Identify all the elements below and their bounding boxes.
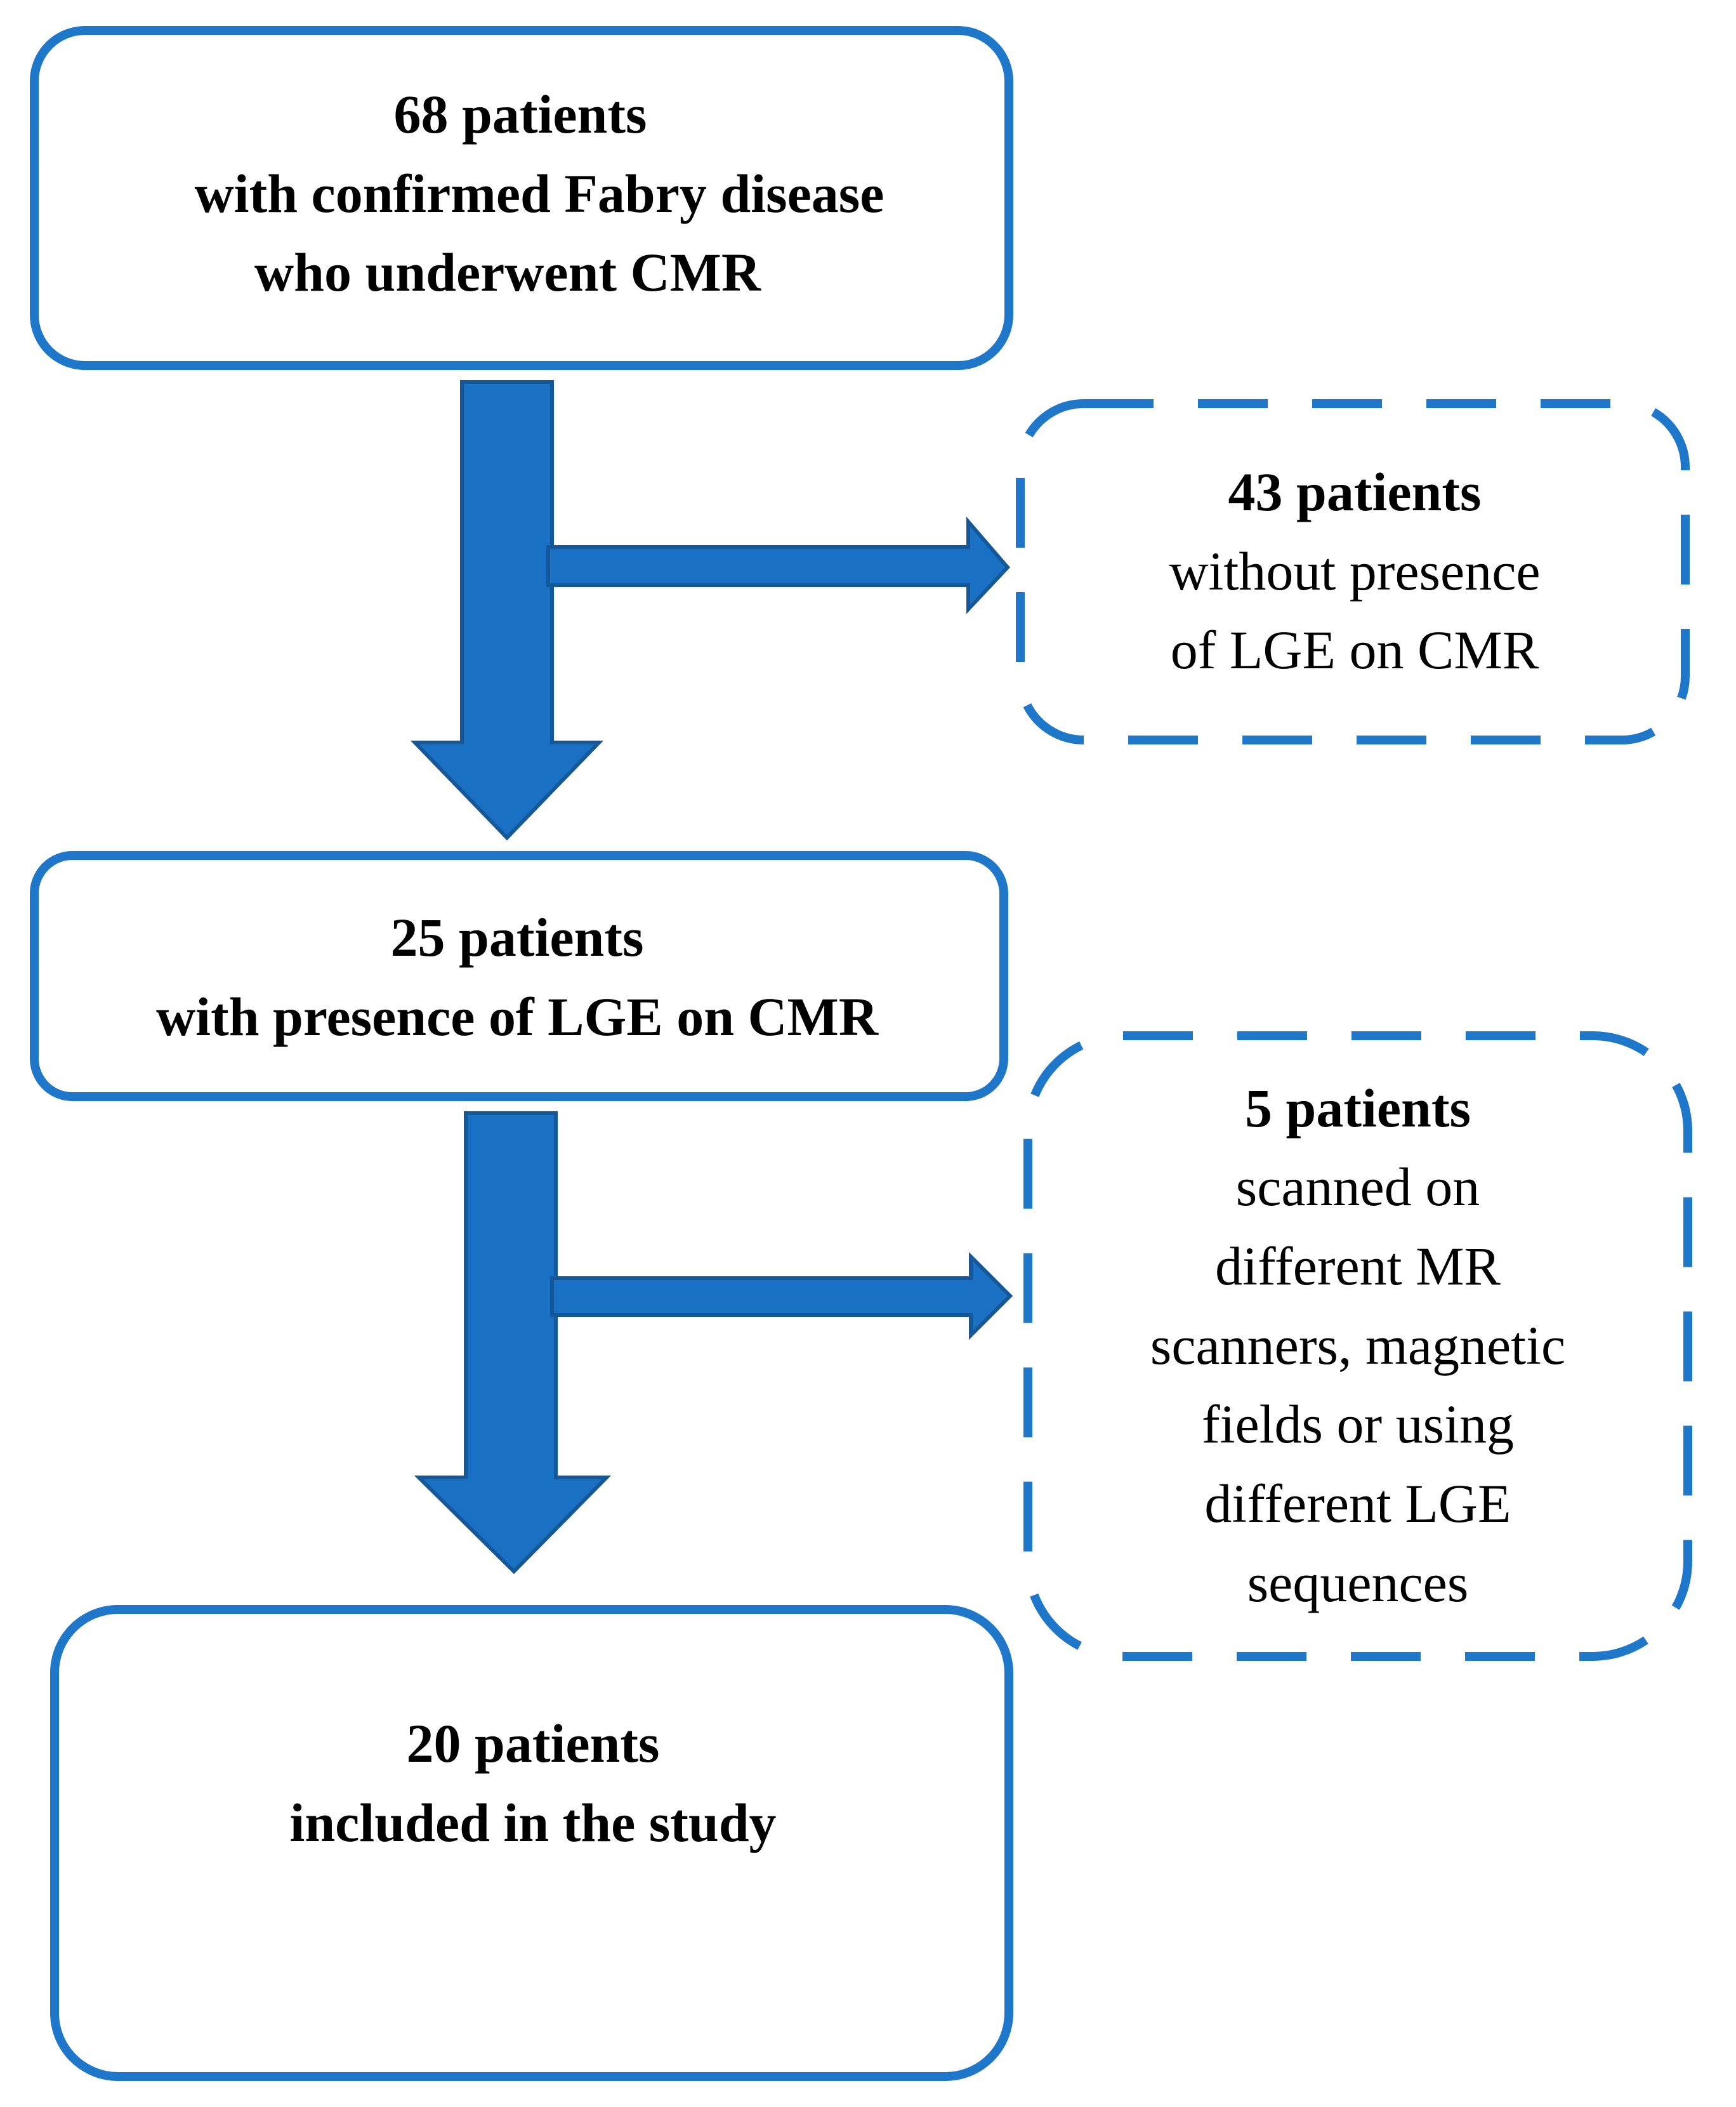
exclusion2-line7: sequences [1247, 1552, 1469, 1613]
box3-line2: included in the study [289, 1792, 777, 1853]
exclusion2-count: 5 patients [1245, 1077, 1471, 1139]
box-lge-positive-text: 25 patients with presence of LGE on CMR [38, 901, 996, 1054]
box-exclusion-different-scanners-text: 5 patients scanned on different MR scann… [1034, 1078, 1681, 1613]
box1-line3: who underwent CMR [254, 242, 761, 303]
exclusion2-line3: different MR [1215, 1235, 1501, 1297]
box-initial-cohort-text: 68 patients with confirmed Fabry disease… [38, 83, 1003, 305]
exclusion1-line2: without presence [1169, 540, 1541, 602]
box3-count: 20 patients [406, 1713, 660, 1774]
box2-line2: with presence of LGE on CMR [156, 986, 878, 1047]
box-exclusion-no-lge-text: 43 patients without presence of LGE on C… [1028, 461, 1681, 680]
box-initial-cohort [30, 26, 1013, 370]
box-exclusion-no-lge [1016, 399, 1690, 744]
exclusion2-line6: different LGE [1204, 1473, 1511, 1535]
box-included-text: 20 patients included in the study [57, 1707, 1009, 1859]
arrow-down-1 [410, 380, 604, 841]
exclusion2-line2: scanned on [1235, 1156, 1480, 1218]
box1-count: 68 patients [393, 83, 647, 145]
exclusion2-line4: scanners, magnetic [1150, 1314, 1566, 1376]
exclusion1-count: 43 patients [1228, 461, 1482, 522]
box-included [50, 1605, 1013, 2081]
box-exclusion-different-scanners [1023, 1031, 1692, 1661]
exclusion2-line5: fields or using [1201, 1394, 1515, 1455]
box2-count: 25 patients [390, 907, 644, 968]
box1-line2: with confirmed Fabry disease [194, 162, 884, 224]
arrow-right-2 [550, 1252, 1013, 1340]
arrow-right-1 [546, 516, 1011, 614]
exclusion1-line3: of LGE on CMR [1170, 619, 1539, 681]
box-lge-positive [30, 851, 1008, 1101]
arrow-down-2 [414, 1111, 612, 1575]
